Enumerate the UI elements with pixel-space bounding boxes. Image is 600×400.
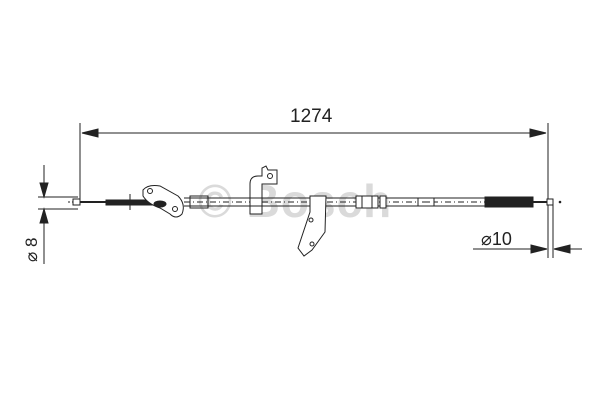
length-dimension-line <box>79 123 549 205</box>
cable <box>68 165 562 257</box>
right-diameter-label: ⌀10 <box>481 229 512 249</box>
right-diameter-dimension <box>473 205 582 258</box>
left-diameter-label: ⌀ 8 <box>22 237 41 262</box>
left-diameter-dimension <box>38 165 78 264</box>
overall-length-label: 1274 <box>290 106 333 127</box>
